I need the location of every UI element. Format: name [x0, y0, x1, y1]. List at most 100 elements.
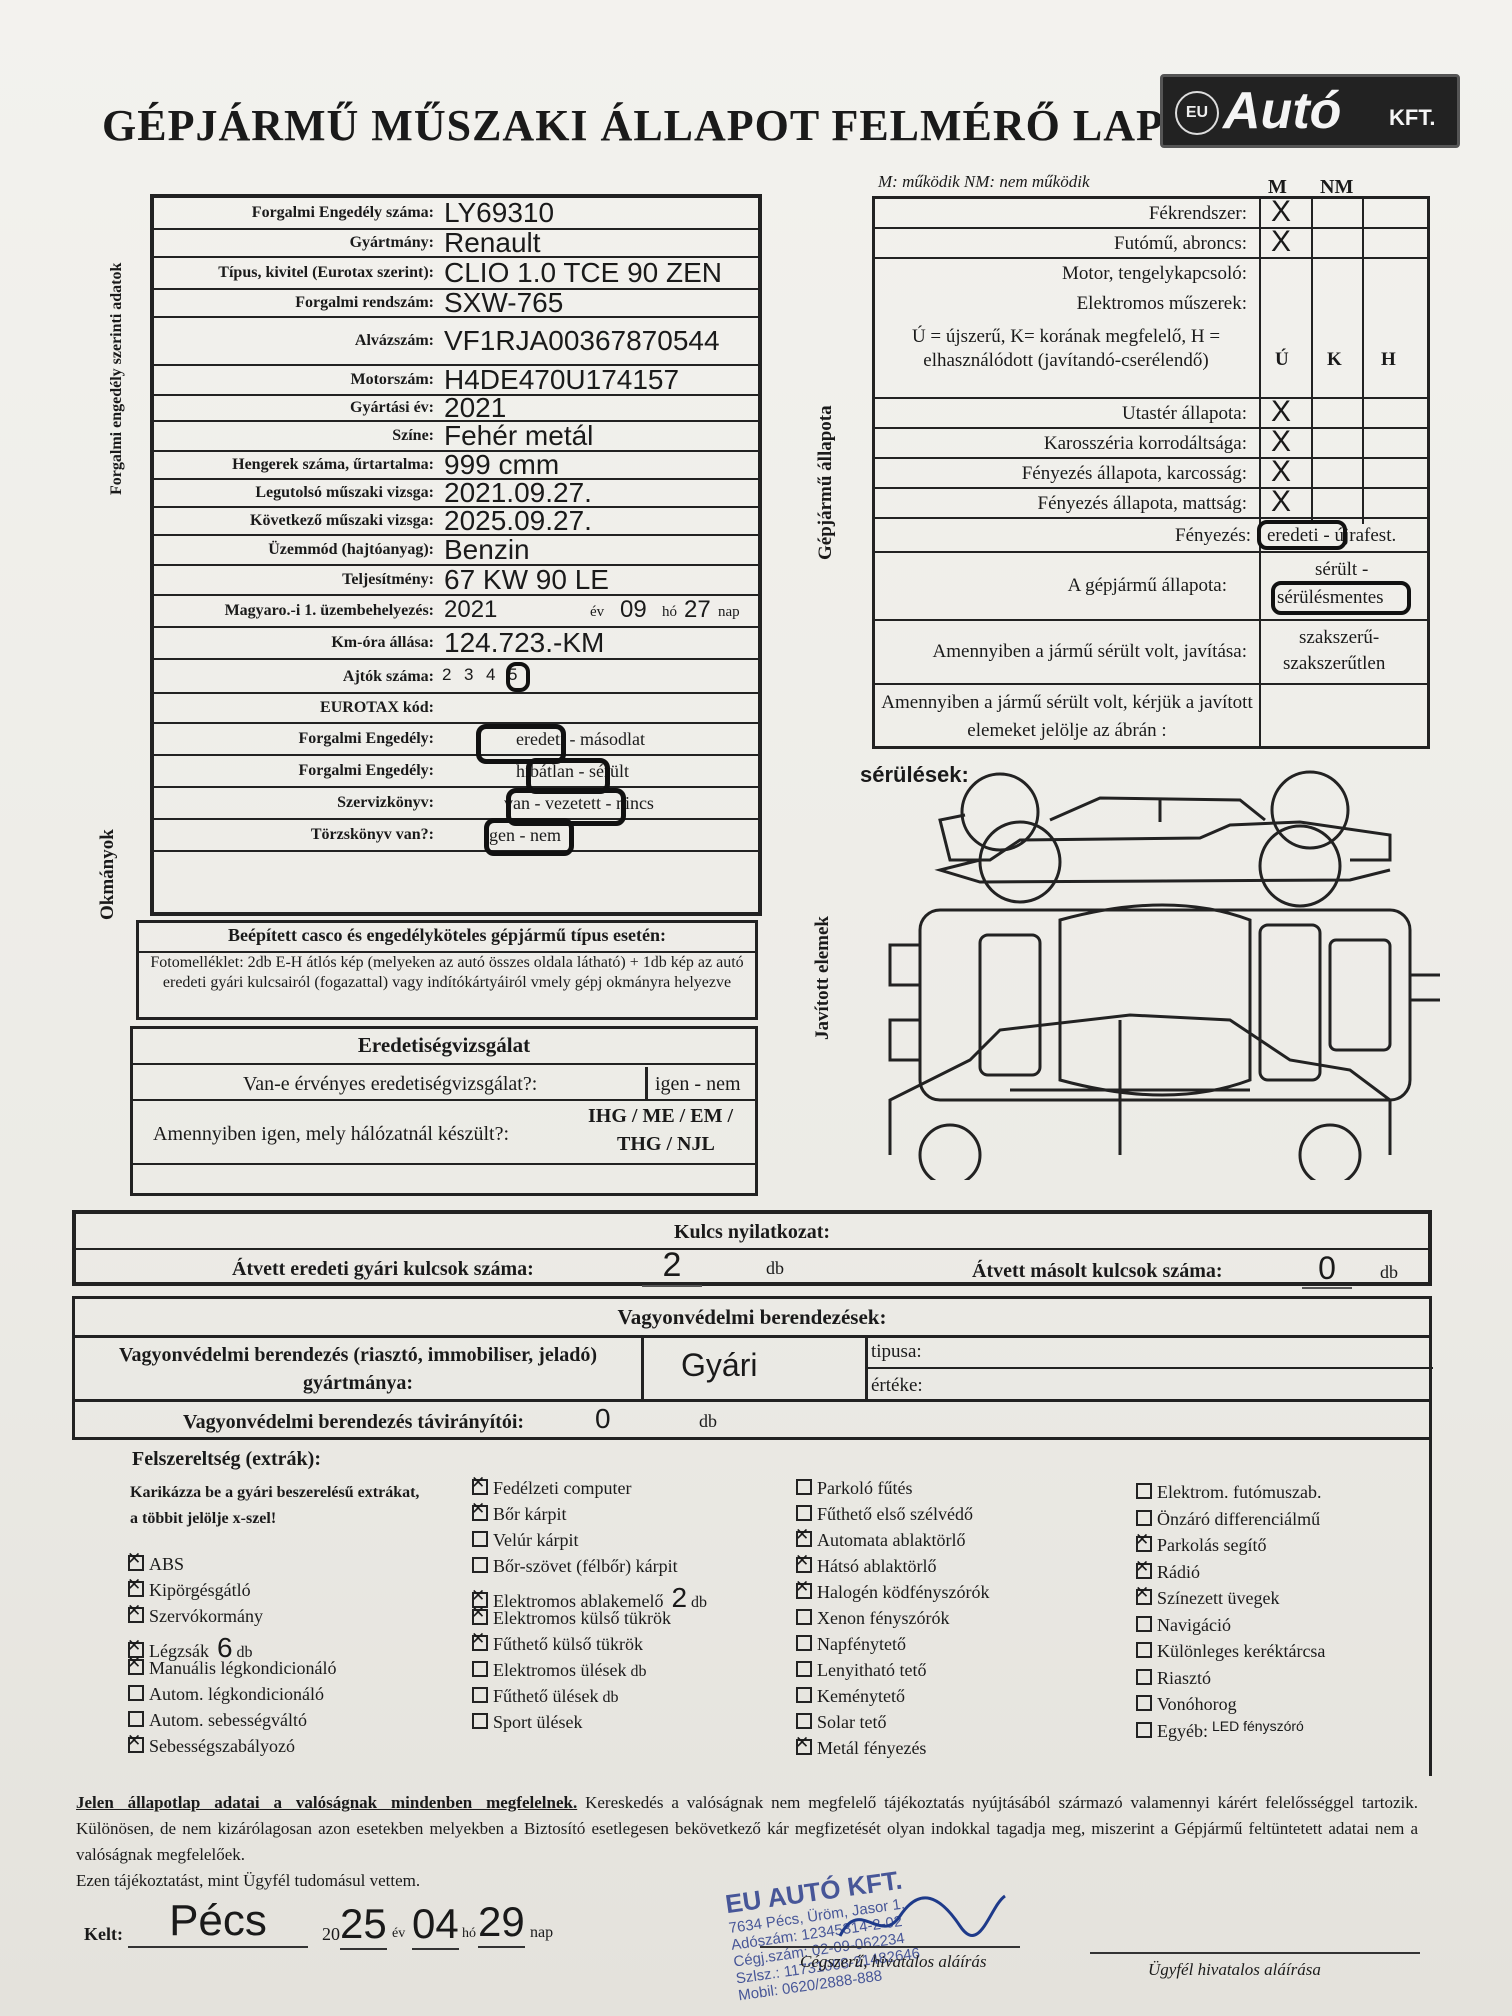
checkbox-empty-icon[interactable] — [1136, 1483, 1152, 1499]
checkbox-checked-icon[interactable] — [127, 1731, 144, 1753]
checkbox-checked-icon[interactable] — [795, 1577, 812, 1599]
checkbox-checked-icon[interactable] — [795, 1525, 812, 1547]
extra-item[interactable]: Szervókormány — [127, 1601, 263, 1627]
extra-item[interactable]: Riasztó — [1136, 1668, 1211, 1689]
condition-mark-m[interactable]: X — [1271, 195, 1292, 228]
checkbox-empty-icon[interactable] — [472, 1713, 488, 1729]
checkbox-empty-icon[interactable] — [1136, 1721, 1152, 1738]
door-option[interactable]: 2 — [442, 665, 452, 684]
checkbox-checked-icon[interactable] — [127, 1601, 144, 1623]
checkbox-checked-icon[interactable] — [795, 1733, 812, 1755]
extra-item[interactable]: Napfénytető — [796, 1634, 906, 1655]
extra-item[interactable]: Autom. sebességváltó — [128, 1710, 307, 1731]
document-value[interactable]: igen - nem — [484, 825, 561, 845]
extra-item[interactable]: Navigáció — [1136, 1615, 1231, 1636]
checkbox-checked-icon[interactable] — [471, 1473, 488, 1495]
checkbox-checked-icon[interactable] — [471, 1499, 488, 1521]
checkbox-empty-icon[interactable] — [1136, 1695, 1152, 1711]
vehicle-row-label: Típus, kivitel (Eurotax szerint): — [218, 264, 434, 281]
extra-item[interactable]: Rádió — [1135, 1557, 1200, 1583]
repair-line-2[interactable]: szakszerűtlen — [1283, 653, 1386, 674]
extra-item[interactable]: Vonóhorog — [1136, 1694, 1237, 1715]
checkbox-empty-icon[interactable] — [128, 1685, 144, 1701]
extra-item[interactable]: Metál fényezés — [795, 1733, 926, 1759]
checkbox-checked-icon[interactable] — [127, 1575, 144, 1597]
extra-item[interactable]: Színezett üvegek — [1135, 1583, 1279, 1609]
checkbox-checked-icon[interactable] — [127, 1549, 144, 1571]
extra-item[interactable]: Manuális légkondicionáló — [127, 1653, 336, 1679]
checkbox-empty-icon[interactable] — [472, 1557, 488, 1573]
checkbox-empty-icon[interactable] — [796, 1479, 812, 1495]
state-line-2[interactable]: sérülésmentes — [1277, 587, 1384, 608]
checkbox-empty-icon[interactable] — [1136, 1642, 1152, 1658]
checkbox-empty-icon[interactable] — [1136, 1668, 1152, 1685]
extra-item[interactable]: Elektrom. futómuszab. — [1136, 1482, 1321, 1503]
extra-item[interactable]: Egyéb:LED fényszóró — [1136, 1718, 1304, 1742]
extra-item[interactable]: Solar tető — [796, 1712, 887, 1733]
extra-item[interactable]: Fűthető első szélvédő — [796, 1504, 973, 1525]
extra-item[interactable]: Sebességszabályozó — [127, 1731, 295, 1757]
checkbox-empty-icon[interactable] — [796, 1713, 812, 1729]
door-option[interactable]: 4 — [486, 665, 496, 684]
extra-item[interactable]: Különleges keréktárcsa — [1136, 1641, 1325, 1662]
repair-line-1[interactable]: szakszerű- — [1299, 627, 1380, 648]
checkbox-checked-icon[interactable] — [127, 1653, 144, 1675]
extra-item[interactable]: Xenon fényszórók — [796, 1608, 949, 1629]
door-option[interactable]: 5 — [508, 665, 518, 684]
checkbox-empty-icon[interactable] — [1136, 1509, 1152, 1526]
checkbox-checked-icon[interactable] — [1135, 1583, 1152, 1605]
vehicle-row-value: CLIO 1.0 TCE 90 ZEN — [444, 257, 723, 288]
checkbox-empty-icon[interactable] — [1136, 1615, 1152, 1632]
document-value[interactable]: eredeti - másodlat — [516, 729, 645, 749]
extra-item[interactable]: Bőr kárpit — [471, 1499, 567, 1525]
condition-mark-u[interactable]: X — [1271, 425, 1292, 458]
extra-item[interactable]: Elektromos külső tükrök — [471, 1603, 671, 1629]
checkbox-empty-icon[interactable] — [796, 1609, 812, 1625]
checkbox-empty-icon[interactable] — [796, 1661, 812, 1677]
extra-item[interactable]: Bőr-szövet (félbőr) kárpit — [472, 1556, 678, 1577]
extra-label: Bőr kárpit — [493, 1504, 567, 1524]
condition-mark-u[interactable]: X — [1271, 455, 1292, 488]
condition-mark-u[interactable]: X — [1271, 395, 1292, 428]
extra-item[interactable]: Parkoló fűtés — [796, 1478, 912, 1499]
extra-item[interactable]: Lenyitható tető — [796, 1660, 926, 1681]
checkbox-empty-icon[interactable] — [796, 1687, 812, 1703]
origin-question-2: Amennyiben igen, mely hálózatnál készült… — [153, 1123, 509, 1145]
extra-item[interactable]: Önzáró differenciálmű — [1136, 1509, 1320, 1530]
extra-item[interactable]: ABS — [127, 1549, 184, 1575]
extra-item[interactable]: Automata ablaktörlő — [795, 1525, 965, 1551]
extra-item[interactable]: Sport ülések — [472, 1712, 583, 1733]
checkbox-empty-icon[interactable] — [796, 1635, 812, 1651]
extra-item[interactable]: Hátsó ablaktörlő — [795, 1551, 936, 1577]
extra-item[interactable]: Keménytető — [796, 1686, 905, 1707]
extra-item[interactable]: Kipörgésgátló — [127, 1575, 251, 1601]
checkbox-empty-icon[interactable] — [796, 1505, 812, 1521]
checkbox-checked-icon[interactable] — [1135, 1530, 1152, 1552]
extra-item[interactable]: Parkolás segítő — [1135, 1530, 1267, 1556]
door-option[interactable]: 3 — [464, 665, 474, 684]
checkbox-empty-icon[interactable] — [472, 1661, 488, 1677]
extra-item[interactable]: Velúr kárpit — [472, 1530, 578, 1551]
car-diagram[interactable] — [870, 760, 1450, 1180]
checkbox-checked-icon[interactable] — [795, 1551, 812, 1573]
condition-mark-u[interactable]: X — [1271, 485, 1292, 518]
checkbox-empty-icon[interactable] — [472, 1687, 488, 1703]
extra-item[interactable]: Fedélzeti computer — [471, 1473, 631, 1499]
client-signature-line[interactable] — [1090, 1952, 1420, 1954]
extra-item[interactable]: Halogén ködfényszórók — [795, 1577, 989, 1603]
condition-mark-m[interactable]: X — [1271, 225, 1292, 258]
checkbox-empty-icon[interactable] — [472, 1531, 488, 1547]
extra-item[interactable]: Autom. légkondicionáló — [128, 1684, 324, 1705]
extra-item[interactable]: Fűthető külső tükrök — [471, 1629, 643, 1655]
checkbox-checked-icon[interactable] — [471, 1629, 488, 1651]
document-value[interactable]: van - vezetett - nincs — [504, 793, 654, 813]
checkbox-checked-icon[interactable] — [471, 1603, 488, 1625]
state-line-1[interactable]: sérült - — [1315, 559, 1369, 580]
paint-value[interactable]: eredeti - újrafest. — [1267, 525, 1397, 546]
checkbox-checked-icon[interactable] — [1135, 1557, 1152, 1579]
checkbox-empty-icon[interactable] — [128, 1711, 144, 1727]
